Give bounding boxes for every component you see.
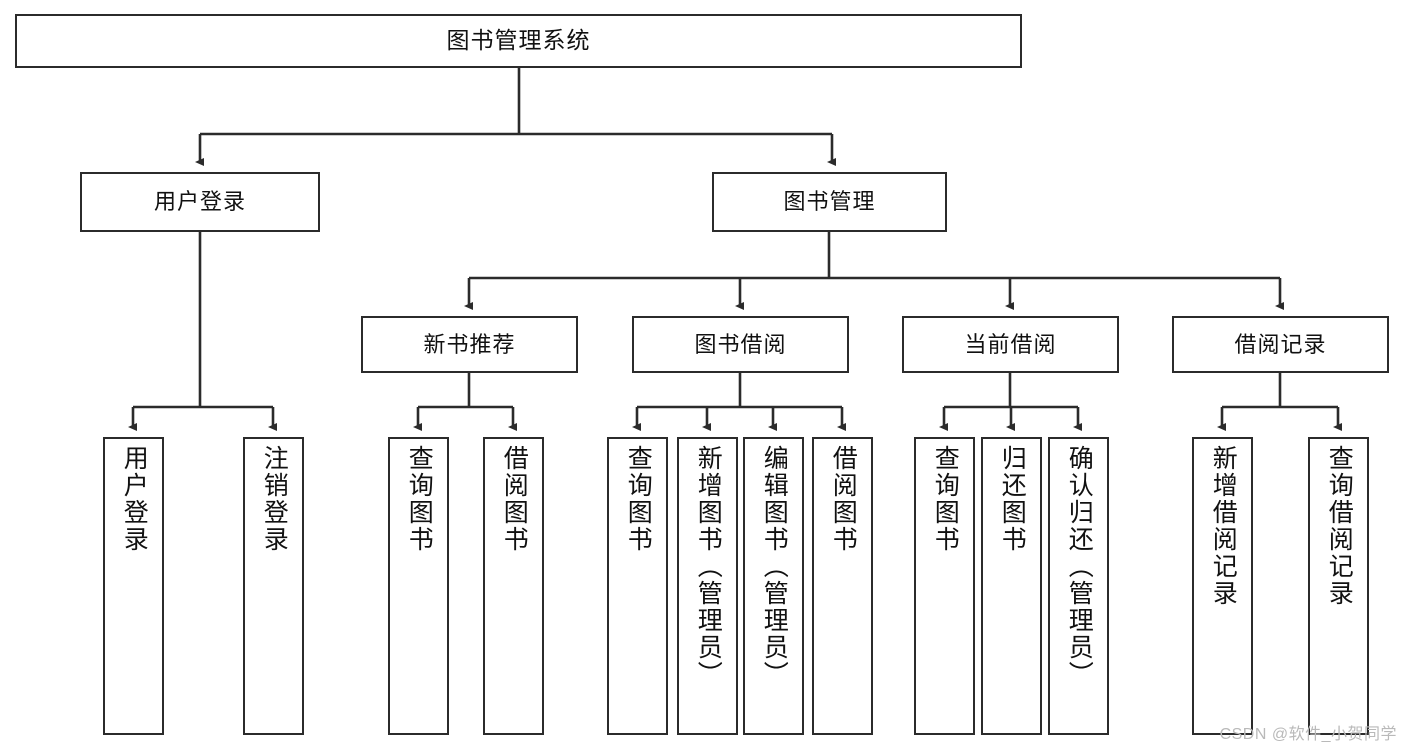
node-leaf-current-confirm-return[interactable]: 确认归还（管理员） bbox=[1048, 437, 1109, 735]
node-current-borrowing[interactable]: 当前借阅 bbox=[902, 316, 1119, 373]
node-label: 归还图书 bbox=[998, 445, 1027, 553]
node-label: 注销登录 bbox=[260, 445, 289, 553]
node-label: 借阅记录 bbox=[1234, 331, 1327, 357]
node-book-borrowing[interactable]: 图书借阅 bbox=[632, 316, 849, 373]
node-label: 借阅图书 bbox=[829, 445, 858, 553]
node-label: 借阅图书 bbox=[500, 445, 529, 553]
node-leaf-record-query[interactable]: 查询借阅记录 bbox=[1308, 437, 1369, 735]
node-label: 查询图书 bbox=[931, 445, 960, 553]
node-label: 用户登录 bbox=[120, 445, 149, 553]
node-label: 新增借阅记录 bbox=[1209, 445, 1238, 607]
node-leaf-record-add[interactable]: 新增借阅记录 bbox=[1192, 437, 1253, 735]
node-leaf-rec-query-book[interactable]: 查询图书 bbox=[388, 437, 449, 735]
node-borrowing-record[interactable]: 借阅记录 bbox=[1172, 316, 1389, 373]
node-label: 查询图书 bbox=[624, 445, 653, 553]
node-label: 查询图书 bbox=[405, 445, 434, 553]
node-leaf-borrow-borrow-book[interactable]: 借阅图书 bbox=[812, 437, 873, 735]
node-leaf-current-query-book[interactable]: 查询图书 bbox=[914, 437, 975, 735]
node-leaf-user-login[interactable]: 用户登录 bbox=[103, 437, 164, 735]
node-leaf-borrow-add-book[interactable]: 新增图书（管理员） bbox=[677, 437, 738, 735]
node-label: 图书借阅 bbox=[694, 331, 787, 357]
node-leaf-user-logout[interactable]: 注销登录 bbox=[243, 437, 304, 735]
node-label: 确认归还（管理员） bbox=[1065, 445, 1094, 688]
node-label: 当前借阅 bbox=[964, 331, 1057, 357]
node-label: 编辑图书（管理员） bbox=[760, 445, 789, 688]
node-label: 图书管理系统 bbox=[446, 27, 591, 54]
node-label: 新书推荐 bbox=[423, 331, 516, 357]
node-new-book-recommendation[interactable]: 新书推荐 bbox=[361, 316, 578, 373]
node-label: 用户登录 bbox=[153, 189, 246, 215]
node-leaf-borrow-query-book[interactable]: 查询图书 bbox=[607, 437, 668, 735]
node-root-system[interactable]: 图书管理系统 bbox=[15, 14, 1022, 68]
node-label: 图书管理 bbox=[783, 189, 876, 215]
csdn-watermark: CSDN @软件_小贺同学 bbox=[1219, 726, 1397, 743]
node-label: 查询借阅记录 bbox=[1325, 445, 1354, 607]
node-leaf-rec-borrow-book[interactable]: 借阅图书 bbox=[483, 437, 544, 735]
node-leaf-borrow-edit-book[interactable]: 编辑图书（管理员） bbox=[743, 437, 804, 735]
node-user-login[interactable]: 用户登录 bbox=[80, 172, 320, 232]
node-label: 新增图书（管理员） bbox=[694, 445, 723, 688]
node-leaf-current-return-book[interactable]: 归还图书 bbox=[981, 437, 1042, 735]
node-book-management[interactable]: 图书管理 bbox=[712, 172, 947, 232]
